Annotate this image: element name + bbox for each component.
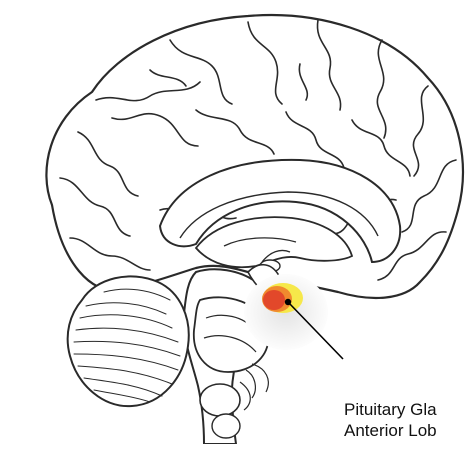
- annotation-label-line-1: Pituitary Gla: [344, 400, 437, 420]
- cerebellum: [68, 276, 189, 406]
- annotation-label-line-2: Anterior Lob: [344, 421, 437, 441]
